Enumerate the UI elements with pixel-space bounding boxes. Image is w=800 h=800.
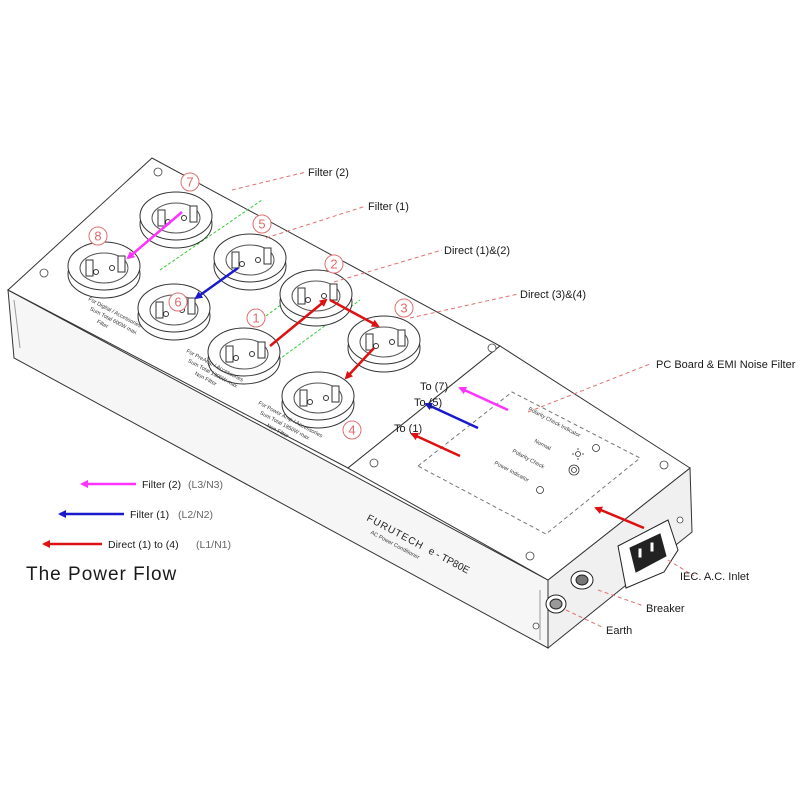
svg-text:5: 5: [258, 217, 265, 232]
svg-text:2: 2: [330, 257, 337, 272]
arrow-filter1-to-6: [194, 266, 239, 300]
legend-item: Filter (2) (L3/N3): [80, 479, 223, 491]
earth-terminal: [545, 594, 567, 614]
svg-text:7: 7: [186, 175, 193, 190]
label-direct12: Direct (1)&(2): [444, 245, 510, 257]
leader-lines: [231, 171, 695, 629]
label-to7: To (7): [420, 381, 448, 393]
sun-icon: [572, 448, 584, 460]
legend-item: Filter (1) (L2/N2): [58, 509, 213, 521]
outlet-number-1: 1: [246, 308, 266, 328]
outlet-number-6: 6: [168, 292, 188, 312]
flow-arrows: [126, 211, 645, 530]
label-filter1: Filter (1): [368, 201, 409, 213]
svg-text:4: 4: [348, 423, 355, 438]
label-to5: To (5): [414, 397, 442, 409]
label-pcboard: PC Board & EMI Noise Filter: [656, 359, 796, 371]
svg-text:3: 3: [400, 301, 407, 316]
outlet-number-7: 7: [180, 172, 200, 192]
normal-indicator-icon: [592, 444, 600, 452]
power-indicator-icon: [536, 486, 544, 494]
label-earth: Earth: [606, 625, 632, 637]
legend-label: Filter (2): [142, 479, 181, 491]
diagram-title: The Power Flow: [26, 564, 177, 585]
legend-label: Filter (1): [130, 509, 169, 521]
socket-5: [213, 233, 287, 291]
outlet-number-5: 5: [252, 214, 272, 234]
iec-inlet: [617, 519, 679, 589]
legend-sublabel: (L1/N1): [196, 539, 231, 551]
label-inlet: IEC. A.C. Inlet: [680, 571, 749, 583]
breaker: [570, 570, 594, 590]
callout-labels: Filter (2) Filter (1) Direct (1)&(2) Dir…: [308, 167, 796, 637]
socket-2: [279, 269, 353, 327]
outlet-number-2: 2: [324, 254, 344, 274]
label-filter2: Filter (2): [308, 167, 349, 179]
socket-8: [67, 241, 141, 299]
label-direct34: Direct (3)&(4): [520, 289, 586, 301]
arrow-direct-to-3b: [344, 347, 375, 380]
indicator-lights: [536, 444, 600, 494]
arrow-to7: [458, 386, 509, 412]
corner-screws: [39, 167, 684, 630]
outlet-number-4: 4: [342, 420, 362, 440]
socket-4: [281, 371, 355, 429]
legend: Filter (2) (L3/N3) Filter (1) (L2/N2) Direct…: [42, 479, 231, 551]
legend-label: Direct (1) to (4): [108, 539, 179, 551]
arrow-filter2-to-8: [126, 211, 183, 260]
legend-item: Direct (1) to (4) (L1/N1): [42, 539, 231, 551]
svg-text:6: 6: [174, 295, 181, 310]
arrow-to1: [410, 432, 461, 458]
arrow-to5: [424, 402, 479, 430]
arrow-direct-to-2: [269, 298, 328, 347]
label-to1: To (1): [394, 423, 422, 435]
socket-1: [207, 327, 281, 385]
socket-6: [137, 283, 211, 341]
legend-sublabel: (L2/N2): [178, 509, 213, 521]
outlet-number-8: 8: [88, 226, 108, 246]
legend-sublabel: (L3/N3): [188, 479, 223, 491]
digital-zone-filter: Filter: [95, 319, 109, 330]
label-breaker: Breaker: [646, 603, 685, 615]
arrow-inlet: [594, 506, 645, 530]
arrow-direct-2-to-3: [329, 298, 380, 328]
svg-text:1: 1: [252, 311, 259, 326]
socket-group: 1 2 3 4 5 6 7 8: [67, 172, 421, 440]
svg-text:8: 8: [94, 229, 101, 244]
outlet-number-3: 3: [394, 298, 414, 318]
socket-3: [347, 315, 421, 373]
